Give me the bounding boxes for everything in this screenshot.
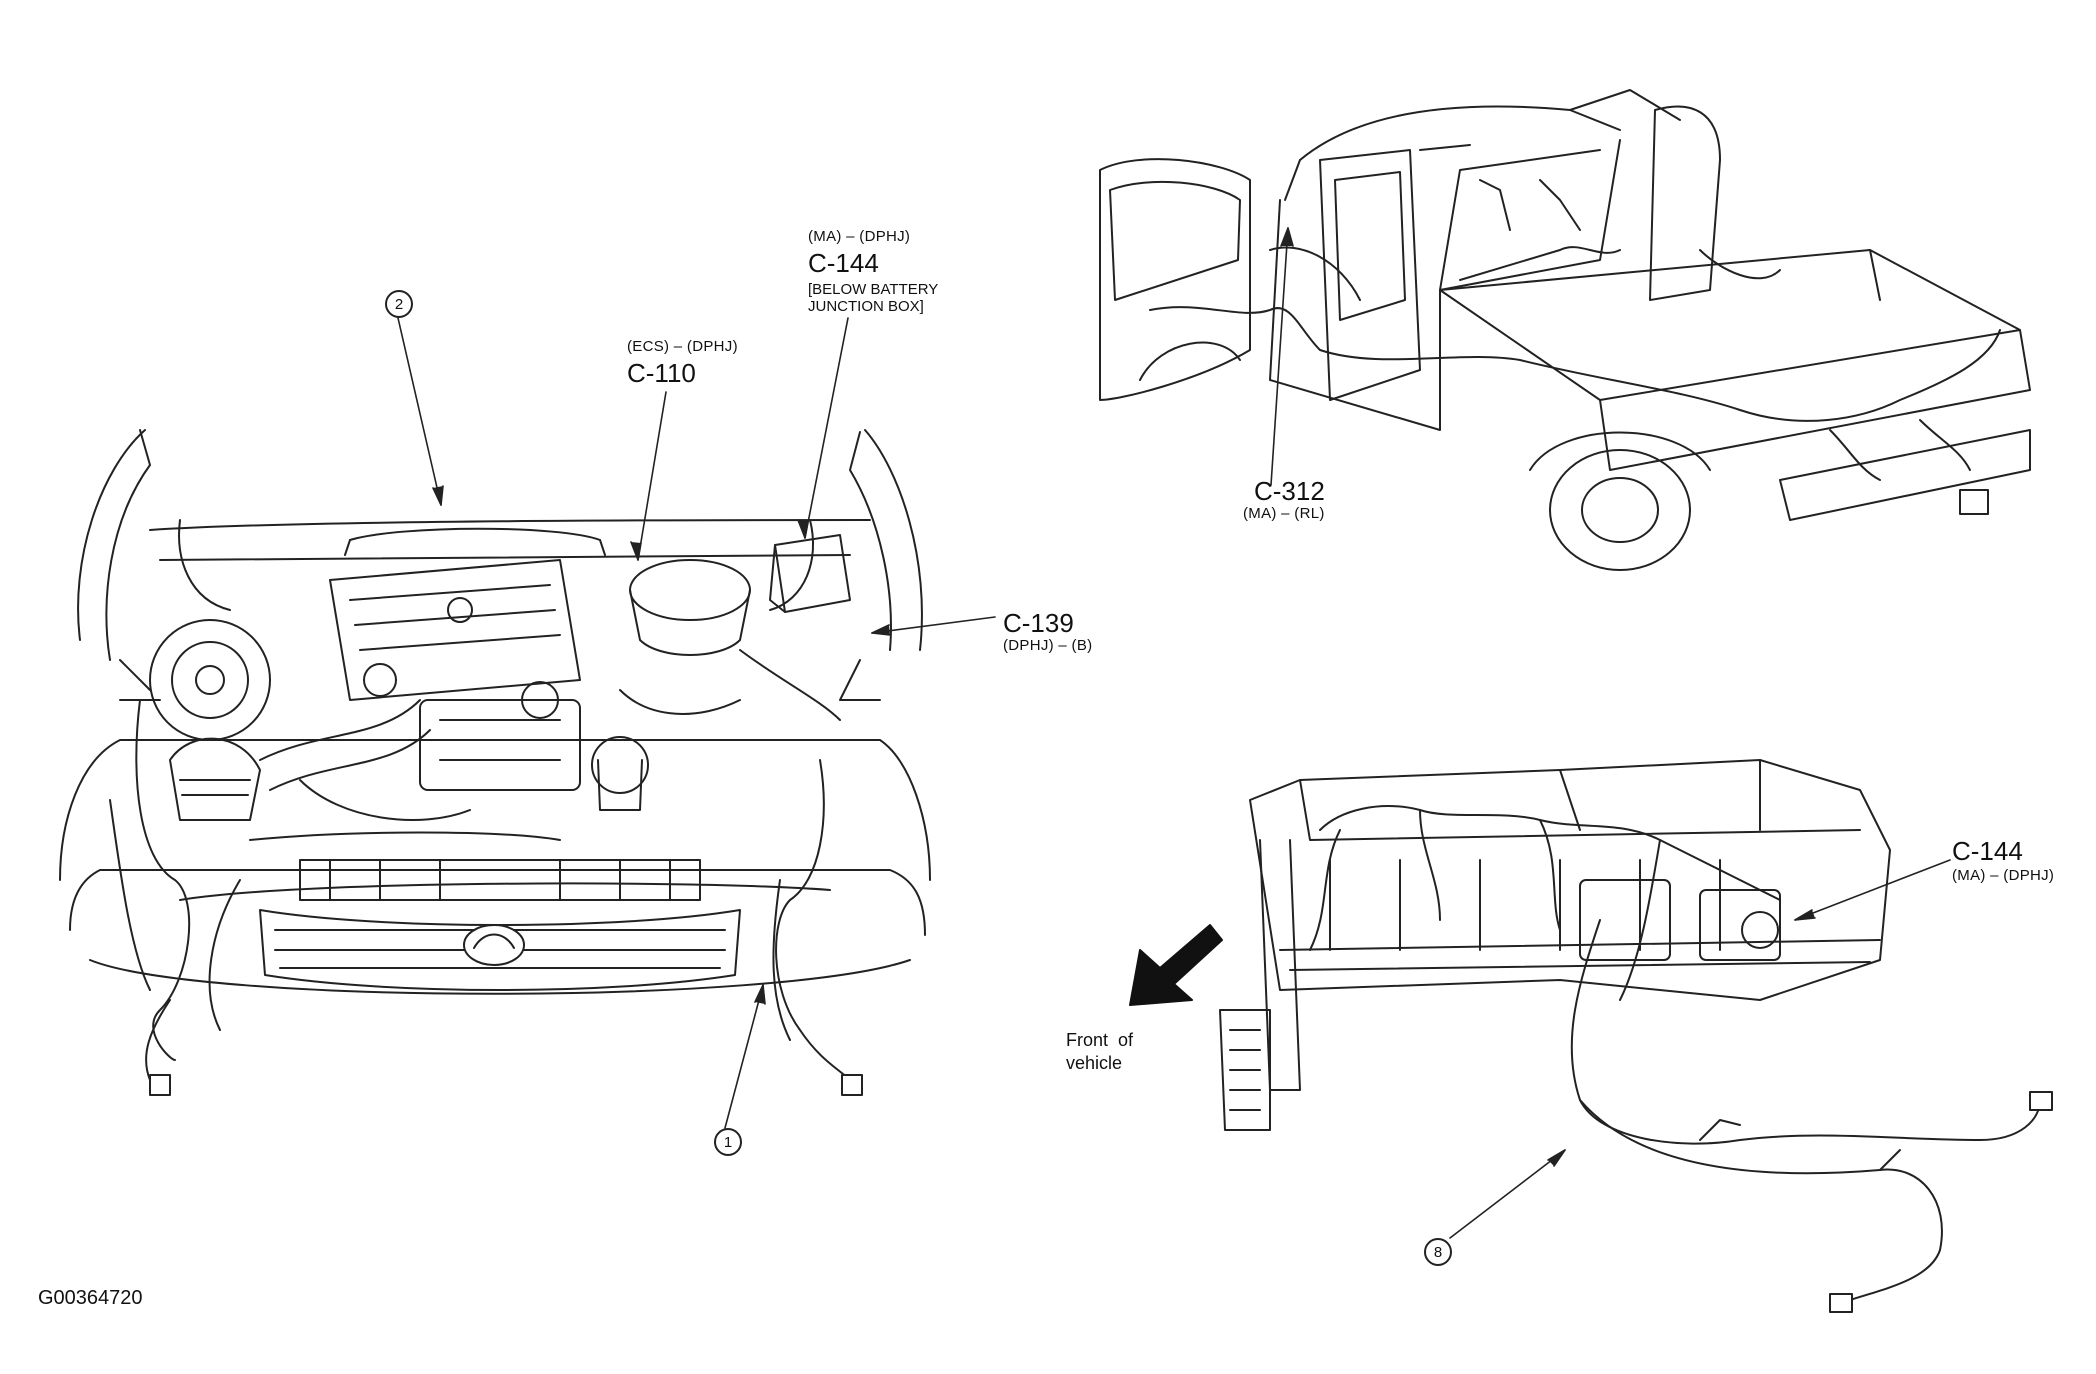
c144-dash-code: C-144	[1952, 836, 2023, 866]
callout-1: 1	[714, 1128, 742, 1156]
c110-sublabel: (ECS) – (DPHJ)	[627, 338, 738, 355]
callout-2: 2	[385, 290, 413, 318]
front-direction-arrow	[1129, 924, 1223, 1006]
c144-top-note-line2: JUNCTION BOX]	[808, 298, 924, 315]
brand-logo	[463, 924, 525, 966]
dashboard-drawing	[1219, 759, 2053, 1313]
front-of-vehicle-line2: vehicle	[1066, 1053, 1123, 1073]
front-of-vehicle-line1: Front of	[1066, 1030, 1134, 1050]
c144-top-code: C-144	[808, 248, 879, 278]
c110-code: C-110	[627, 358, 696, 388]
leader-lines	[397, 227, 1951, 1239]
c144-top-sublabel: (MA) – (DPHJ)	[808, 228, 911, 245]
c312-sublabel: (MA) – (RL)	[1243, 505, 1325, 522]
c139-sublabel: (DPHJ) – (B)	[1003, 637, 1093, 654]
c312-code: C-312	[1254, 476, 1325, 506]
c144-dash-sublabel: (MA) – (DPHJ)	[1952, 867, 2055, 884]
c139-code: C-139	[1003, 608, 1074, 638]
callout-8: 8	[1424, 1238, 1452, 1266]
c144-top-note-line1: [BELOW BATTERY	[808, 281, 939, 298]
pickup-truck-drawing	[1099, 89, 2031, 571]
engine-bay-drawing	[59, 429, 931, 1096]
figure-id: G00364720	[38, 1287, 143, 1309]
